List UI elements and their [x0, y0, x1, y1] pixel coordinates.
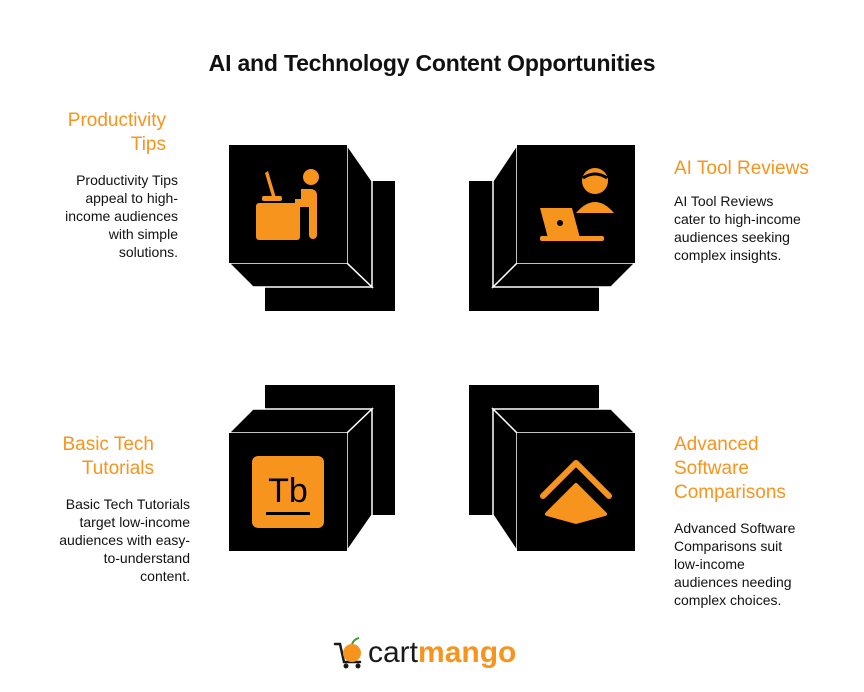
page-title: AI and Technology Content Opportunities: [208, 50, 656, 76]
block-basic-tech-tutorials: Tb: [227, 385, 395, 554]
cartmango-logo: cartmango: [332, 634, 542, 674]
quadrant-desc-advanced-software: Advanced Software Comparisons suit low-i…: [674, 520, 796, 608]
quadrant-title-basic-tech-tutorials: Basic Tech Tutorials: [62, 434, 154, 479]
chevron-up-icon: [540, 460, 612, 524]
block-advanced-software: [469, 385, 637, 554]
quadrant-title-ai-tool-reviews: AI Tool Reviews: [674, 158, 809, 179]
text-baseline-icon: Tb: [252, 456, 324, 528]
person-at-desk-icon: [256, 169, 319, 240]
mango-cart-icon: [333, 637, 362, 669]
quadrant-title-productivity: Productivity Tips: [67, 110, 166, 155]
block-ai-tool-reviews: [469, 142, 637, 311]
side-face: [492, 142, 518, 289]
side-face: [346, 407, 373, 554]
front-square: [517, 145, 635, 263]
person-with-laptop-icon: [540, 168, 614, 241]
svg-text:Tb: Tb: [268, 472, 308, 510]
quadrant-title-advanced-software: Advanced Software Comparisons: [674, 434, 786, 503]
block-productivity: [227, 142, 395, 311]
quadrant-desc-basic-tech-tutorials: Basic Tech Tutorials target low-income a…: [59, 496, 190, 584]
quadrant-desc-ai-tool-reviews: AI Tool Reviews cater to high-income aud…: [674, 193, 801, 263]
quadrant-desc-productivity: Productivity Tips appeal to high- income…: [65, 172, 178, 260]
side-face: [346, 142, 373, 289]
side-face: [492, 407, 518, 554]
logo-wordmark: cartmango: [368, 636, 517, 669]
